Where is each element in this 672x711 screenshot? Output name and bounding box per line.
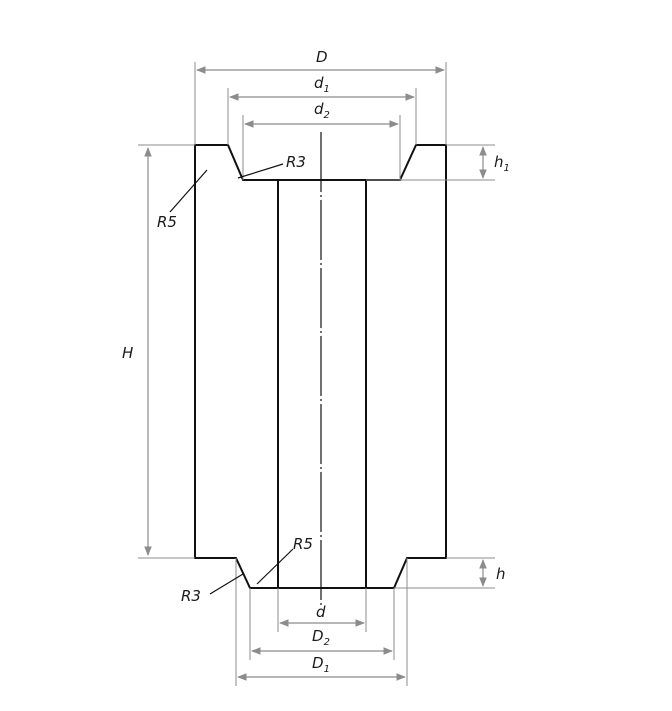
leader-r5-top — [169, 169, 208, 213]
label-r5-top: R5 — [157, 213, 177, 231]
label-r3-bottom: R3 — [181, 587, 201, 605]
label-h1: h1 — [494, 153, 510, 174]
label-d1: d1 — [314, 74, 330, 95]
leader-r3-top — [237, 163, 284, 179]
label-D: D — [316, 48, 328, 66]
label-r5-bottom: R5 — [293, 535, 313, 553]
label-h: h — [496, 565, 506, 583]
leader-r5-bottom — [256, 548, 294, 585]
label-D2: D2 — [312, 627, 330, 648]
label-d: d — [316, 603, 326, 621]
left-wall-section — [194, 144, 279, 589]
right-wall-section — [365, 144, 447, 589]
label-H: H — [122, 344, 133, 362]
extension-lines — [138, 62, 495, 686]
label-d2: d2 — [314, 100, 330, 121]
label-r3-top: R3 — [286, 153, 306, 171]
label-D1: D1 — [312, 654, 330, 675]
leader-r3-bottom — [209, 573, 244, 595]
